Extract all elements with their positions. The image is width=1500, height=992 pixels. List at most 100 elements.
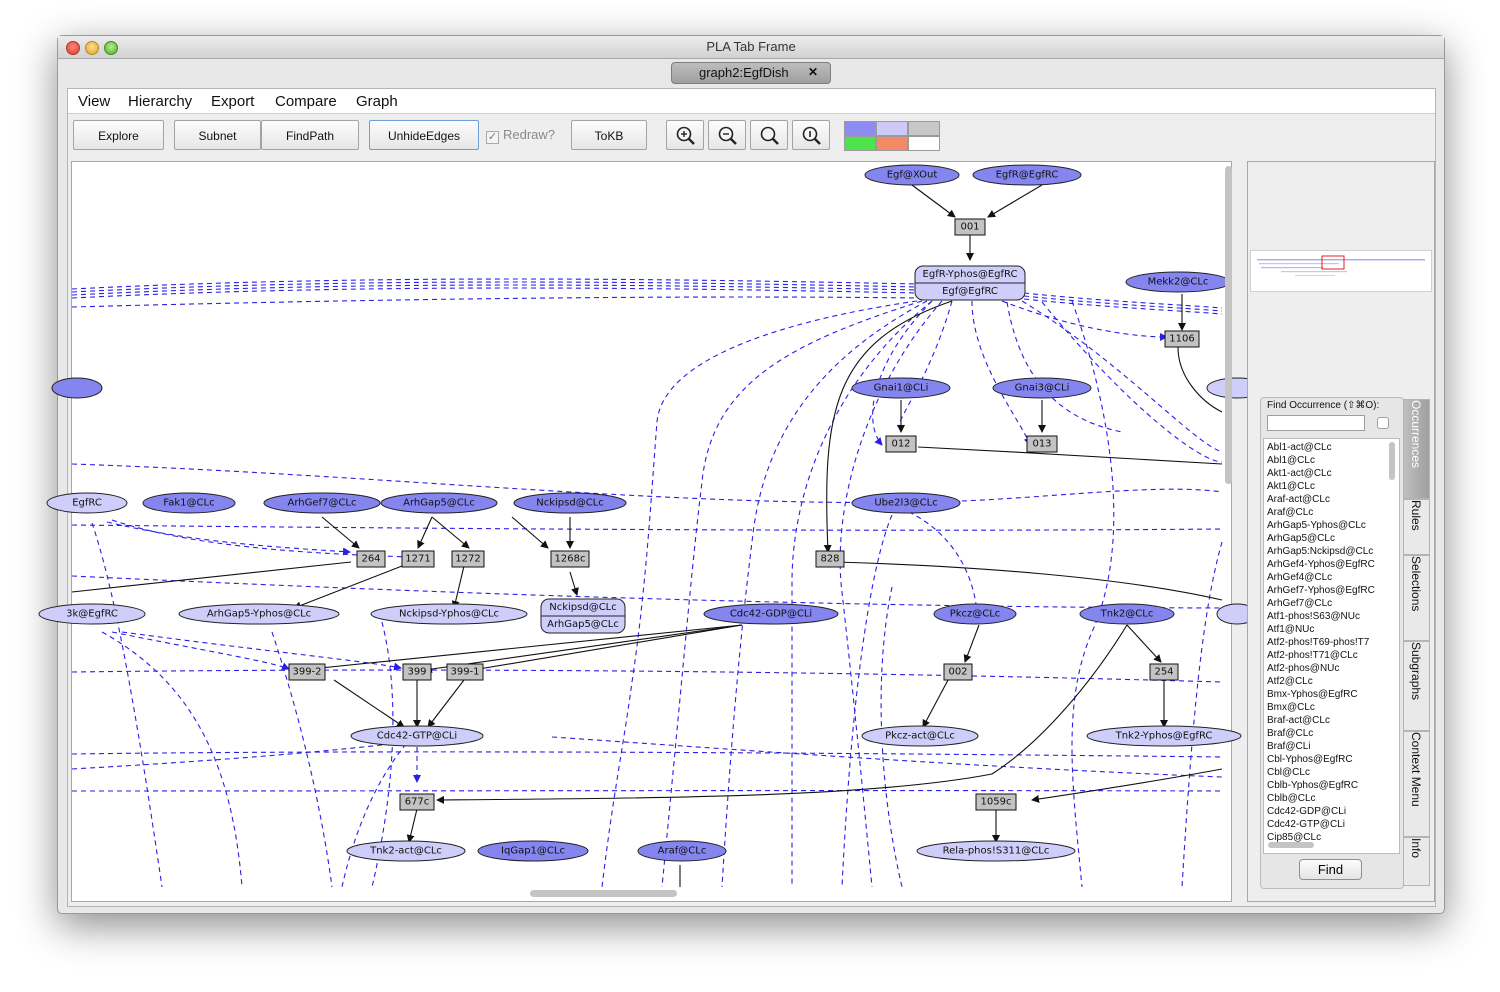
rule-node[interactable]: 254	[1149, 663, 1179, 681]
list-item[interactable]: Cbl-Yphos@EgfRC	[1267, 754, 1353, 765]
menu-view[interactable]: View	[78, 93, 111, 110]
color-swatch[interactable]	[844, 121, 876, 136]
rule-node[interactable]: 002	[943, 663, 973, 681]
list-item[interactable]: Cblb-Yphos@EgfRC	[1267, 780, 1359, 791]
minimize-window-button[interactable]	[85, 41, 99, 55]
list-item[interactable]: Atf2@CLc	[1267, 676, 1313, 687]
graph-drawing[interactable]: Egf@XOut EgfR@EgfRC EgfR-Yphos@EgfRCEgf@Eg…	[38, 162, 1268, 888]
color-swatch[interactable]	[908, 121, 940, 136]
list-item[interactable]: ArhGef7-Yphos@EgfRC	[1267, 585, 1375, 596]
list-item[interactable]: Atf2-phos@NUc	[1267, 663, 1340, 674]
nckipsd-yphos-node[interactable]: Nckipsd-Yphos@CLc	[370, 603, 528, 625]
list-item[interactable]: Braf-act@CLc	[1267, 715, 1330, 726]
list-item[interactable]: Bmx-Yphos@EgfRC	[1267, 689, 1358, 700]
nckipsd-node[interactable]: Nckipsd@CLc	[513, 492, 627, 514]
list-item[interactable]: Cbl@CLc	[1267, 767, 1310, 778]
rule-node[interactable]: 1106	[1164, 330, 1200, 348]
menu-graph[interactable]: Graph	[356, 93, 398, 110]
rule-node[interactable]: 399	[402, 663, 432, 681]
list-item[interactable]: ArhGap5@CLc	[1267, 533, 1335, 544]
egf-xout-node[interactable]: Egf@XOut	[864, 164, 960, 186]
rule-node[interactable]: 828	[815, 550, 845, 568]
tab-occurrences[interactable]: Occurrences	[1403, 399, 1430, 499]
iqgap1-node[interactable]: IqGap1@CLc	[477, 840, 589, 862]
list-item[interactable]: Abl1@CLc	[1267, 455, 1315, 466]
rule-node[interactable]: 264	[356, 550, 386, 568]
list-item[interactable]: Cdc42-GDP@CLi	[1267, 806, 1347, 817]
arhgap5-yphos-node[interactable]: ArhGap5-Yphos@CLc	[178, 603, 340, 625]
list-horizontal-scrollbar[interactable]	[1268, 842, 1314, 848]
color-swatch[interactable]	[908, 136, 940, 151]
rule-node[interactable]: 1268c	[550, 550, 590, 568]
tab-subgraphs[interactable]: Subgraphs	[1403, 641, 1430, 731]
pkcz-node[interactable]: Pkcz@CLc	[933, 603, 1017, 625]
egfrc-partial-node[interactable]: EgfRC	[46, 492, 128, 514]
pkcz-act-node[interactable]: Pkcz-act@CLc	[861, 725, 979, 747]
color-swatch[interactable]	[876, 136, 908, 151]
list-item[interactable]: Braf@CLc	[1267, 728, 1314, 739]
find-occurrence-input[interactable]	[1267, 415, 1365, 431]
zoom-fit-button[interactable]	[750, 120, 788, 150]
tnk2-act-node[interactable]: Tnk2-act@CLc	[346, 840, 466, 862]
rule-node[interactable]: 1271	[401, 550, 435, 568]
tokb-button[interactable]: ToKB	[571, 120, 647, 150]
zoom-window-button[interactable]	[104, 41, 118, 55]
zoom-reset-button[interactable]	[792, 120, 830, 150]
tab-context-menu[interactable]: Context Menu	[1403, 731, 1430, 837]
araf-node[interactable]: Araf@CLc	[637, 840, 727, 862]
list-item[interactable]: ArhGef4-Yphos@EgfRC	[1267, 559, 1375, 570]
tab-graph2-egfdish[interactable]: graph2:EgfDish ✕	[671, 62, 831, 84]
list-item[interactable]: ArhGef4@CLc	[1267, 572, 1333, 583]
rule-node[interactable]: 001	[954, 218, 986, 236]
list-item[interactable]: Akt1-act@CLc	[1267, 468, 1332, 479]
findpath-button[interactable]: FindPath	[261, 120, 359, 150]
tab-rules[interactable]: Rules	[1403, 499, 1430, 555]
redraw-checkbox[interactable]: ✓Redraw?	[486, 127, 555, 144]
list-item[interactable]: Araf@CLc	[1267, 507, 1314, 518]
mekk2-node[interactable]: Mekk2@CLc	[1125, 271, 1231, 293]
egfr-egfrc-node[interactable]: EgfR@EgfRC	[972, 164, 1082, 186]
gnai3-node[interactable]: Gnai3@CLi	[992, 377, 1092, 399]
graph-overview-minimap[interactable]	[1250, 250, 1432, 292]
list-item[interactable]: Atf2-phos!T71@CLc	[1267, 650, 1358, 661]
find-option-checkbox[interactable]	[1377, 417, 1389, 429]
tab-selections[interactable]: Selections	[1403, 555, 1430, 641]
egfrc-3k-partial-node[interactable]: 3k@EgfRC	[38, 603, 146, 625]
list-item[interactable]: Atf1@NUc	[1267, 624, 1315, 635]
list-item[interactable]: Atf1-phos!S63@NUc	[1267, 611, 1360, 622]
subnet-button[interactable]: Subnet	[174, 120, 261, 150]
graph-vertical-scrollbar[interactable]	[1225, 166, 1232, 484]
list-item[interactable]: Araf-act@CLc	[1267, 494, 1330, 505]
ube2l3-node[interactable]: Ube2l3@CLc	[851, 492, 961, 514]
list-item[interactable]: ArhGef7@CLc	[1267, 598, 1333, 609]
list-item[interactable]: Cdc42-GTP@CLi	[1267, 819, 1345, 830]
zoom-in-button[interactable]	[666, 120, 704, 150]
list-item[interactable]: Abl1-act@CLc	[1267, 442, 1332, 453]
fak1-node[interactable]: Fak1@CLc	[142, 492, 236, 514]
tab-info[interactable]: Info	[1403, 837, 1430, 886]
list-vertical-scrollbar[interactable]	[1389, 442, 1395, 480]
rela-phos-node[interactable]: Rela-phos!S311@CLc	[916, 840, 1076, 862]
list-item[interactable]: Cip85@CLc	[1267, 832, 1322, 843]
list-item[interactable]: Braf@CLi	[1267, 741, 1311, 752]
color-swatch[interactable]	[876, 121, 908, 136]
clipped-node[interactable]	[51, 377, 103, 399]
rule-node[interactable]: 677c	[399, 793, 435, 811]
rule-node[interactable]: 012	[885, 435, 917, 453]
list-item[interactable]: ArhGap5:Nckipsd@CLc	[1267, 546, 1374, 557]
list-item[interactable]: Atf2-phos!T69-phos!T7	[1267, 637, 1370, 648]
list-item[interactable]: Akt1@CLc	[1267, 481, 1315, 492]
arhgef7-node[interactable]: ArhGef7@CLc	[263, 492, 381, 514]
tnk2-yphos-node[interactable]: Tnk2-Yphos@EgfRC	[1086, 725, 1242, 747]
rule-node[interactable]: 013	[1026, 435, 1058, 453]
rule-node[interactable]: 1059c	[975, 793, 1017, 811]
cdc42-gdp-node[interactable]: Cdc42-GDP@CLi	[703, 603, 839, 625]
menu-hierarchy[interactable]: Hierarchy	[128, 93, 193, 110]
list-item[interactable]: Cblb@CLc	[1267, 793, 1316, 804]
explore-button[interactable]: Explore	[73, 120, 164, 150]
cdc42-gtp-node[interactable]: Cdc42-GTP@CLi	[350, 725, 484, 747]
